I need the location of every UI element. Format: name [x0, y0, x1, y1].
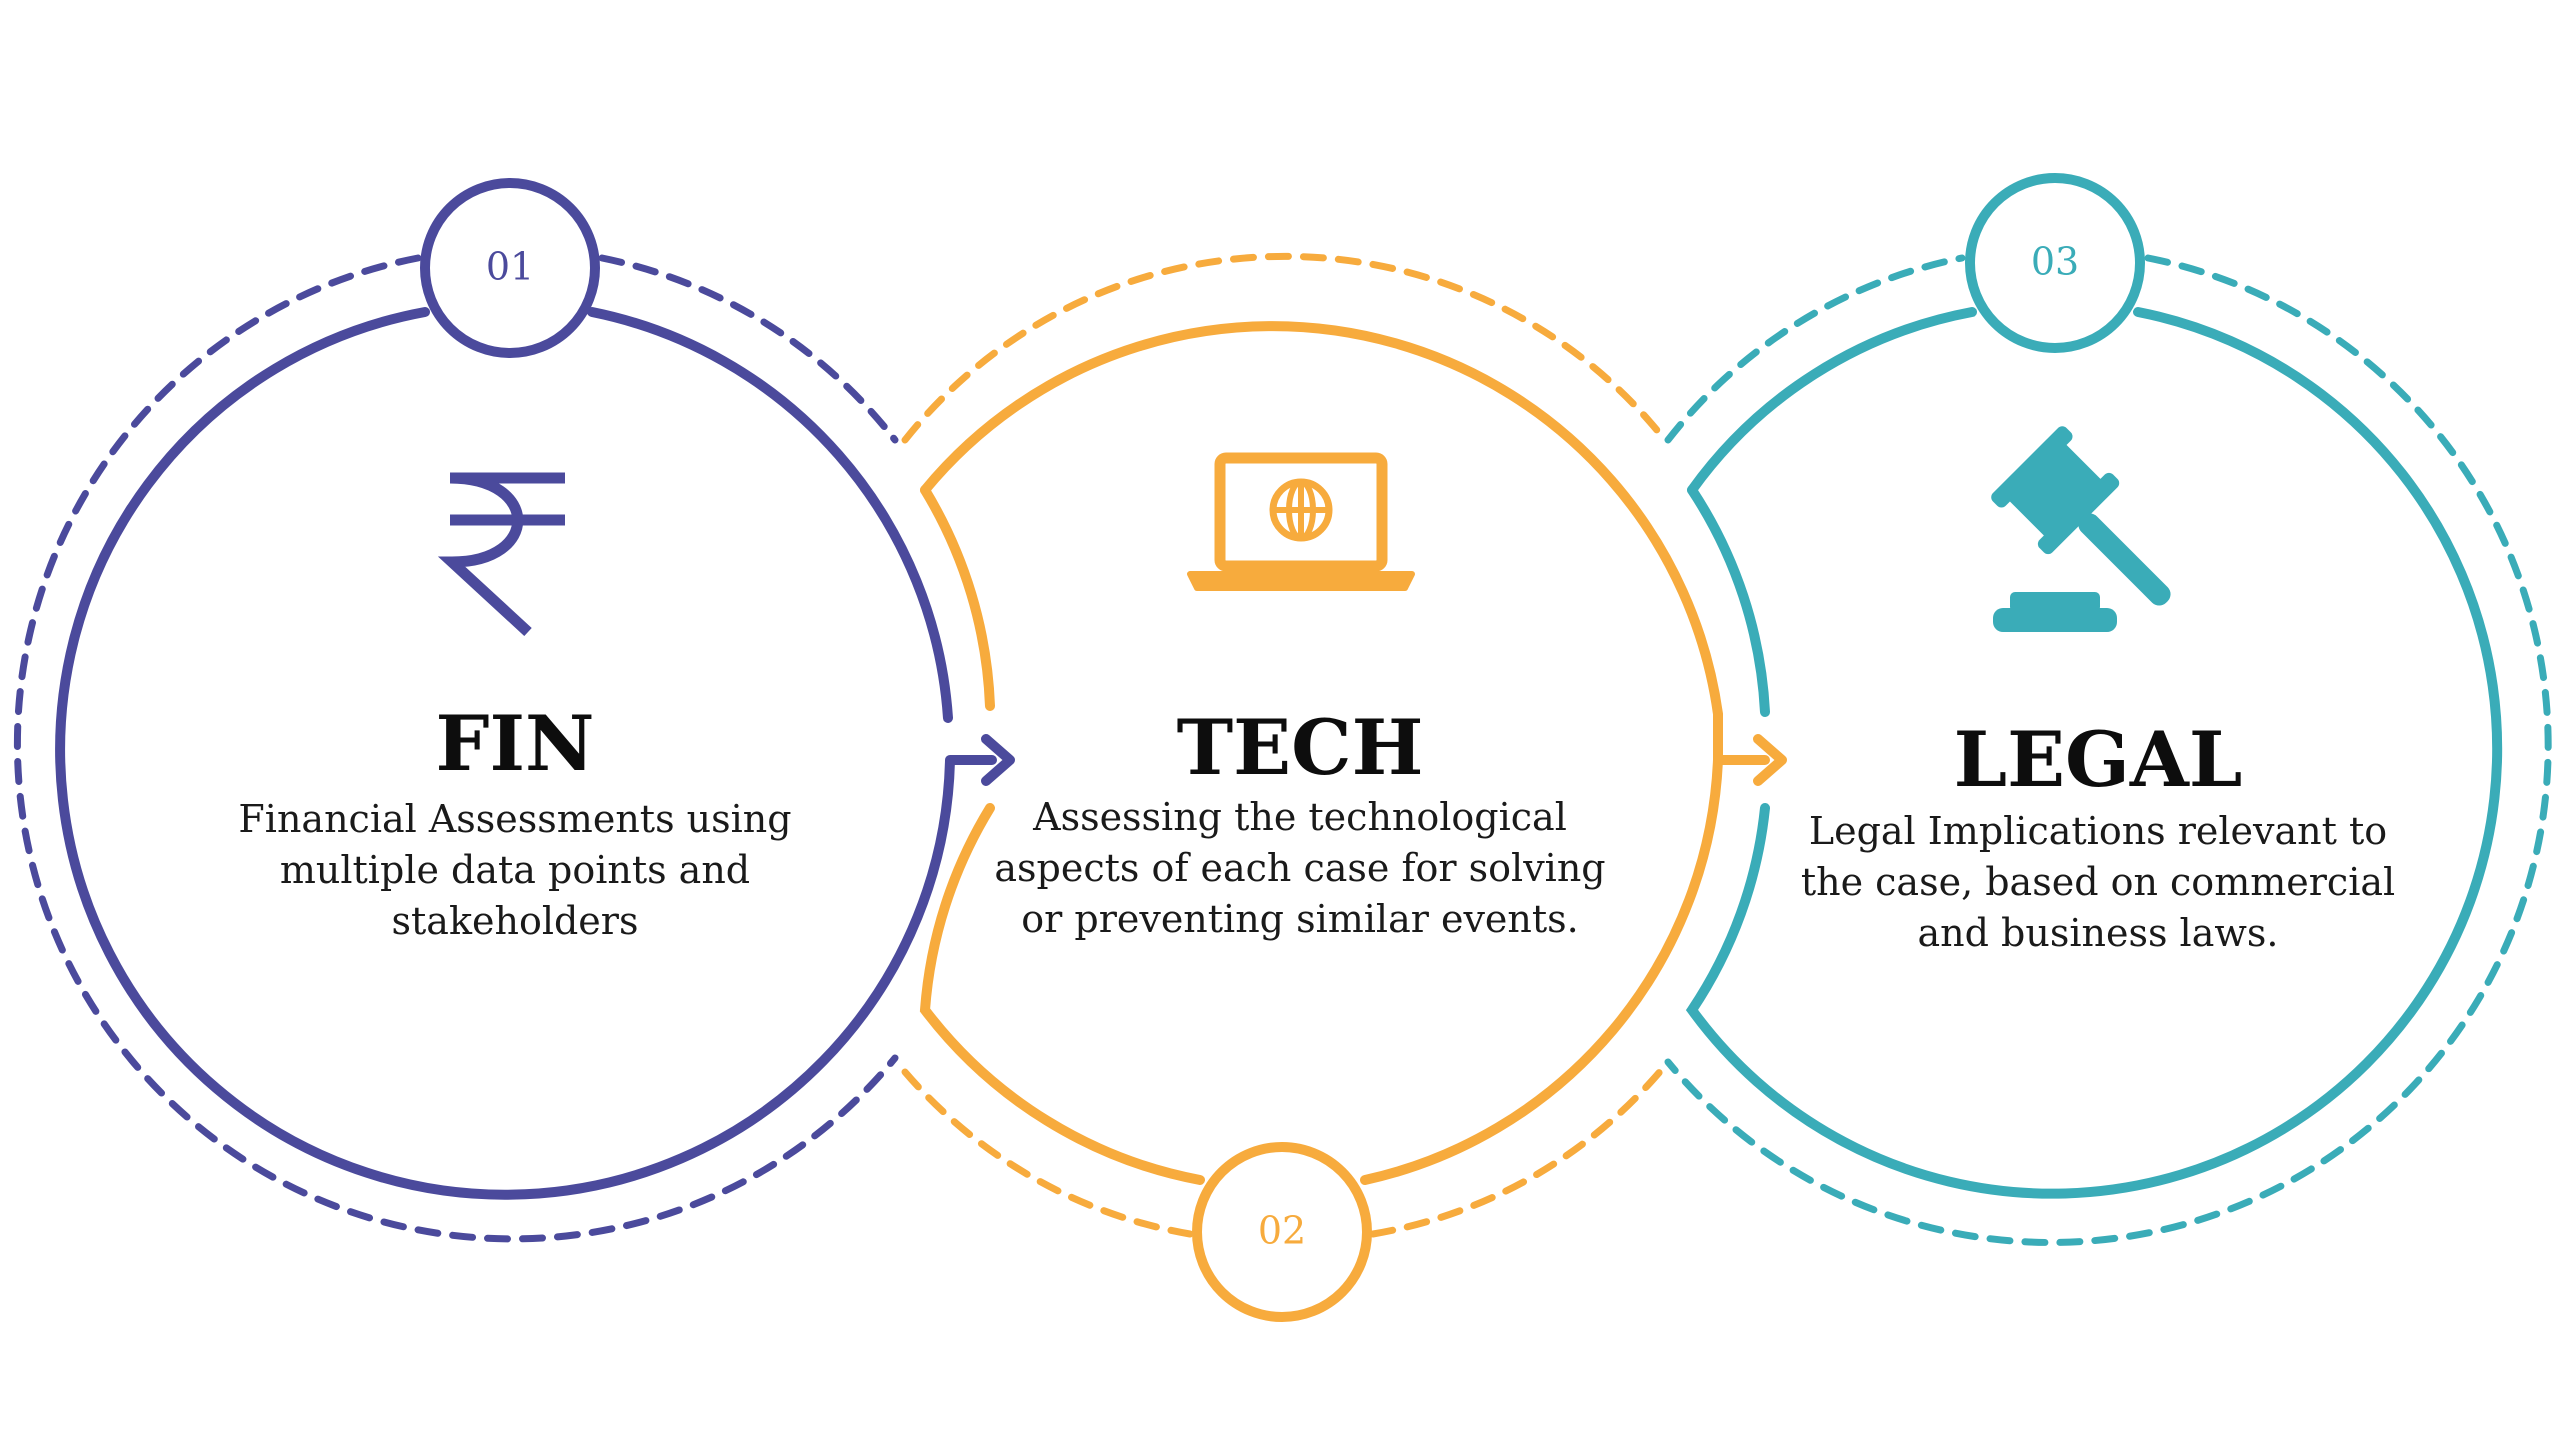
tech-main-ring [920, 321, 1770, 765]
tech-dashed-ring-bottom-left [901, 1068, 1194, 1238]
fin-dashed-ring-top [598, 254, 899, 444]
legal-step: 03 LEGAL Legal Implications relevant to … [1664, 173, 2552, 1246]
legal-number-badge [1965, 173, 2145, 353]
rupee-icon [437, 472, 565, 637]
fin-number: 01 [486, 245, 534, 289]
fin-number-badge [420, 178, 600, 358]
tech-description-line-2: aspects of each case for solving [994, 846, 1605, 890]
legal-main-ring-top [1687, 307, 1977, 495]
legal-description-line-2: the case, based on commercial [1801, 860, 2395, 904]
laptop-globe-icon [1187, 452, 1415, 591]
fin-title: FIN [436, 699, 595, 788]
tech-main-ring-right-lower [1360, 755, 1723, 1185]
fin-dashed-ring [13, 254, 899, 1243]
tech-number-badge [1192, 1142, 1372, 1322]
legal-main-ring [1685, 307, 2503, 1199]
fin-arrow-head [981, 734, 1015, 786]
fin-main-ring [55, 307, 997, 1200]
tech-title: TECH [1177, 703, 1424, 792]
tech-description-line-1: Assessing the technological [1032, 795, 1567, 839]
legal-description-line-3: and business laws. [1918, 911, 2279, 955]
tech-dashed-ring [901, 252, 1669, 444]
fin-main-ring-top [587, 307, 953, 723]
tech-dashed-ring-bottom-right [1369, 1058, 1672, 1238]
fin-description-line-3: stakeholders [392, 899, 639, 943]
tech-main-ring-left-lower [919, 803, 1205, 1185]
tech-number: 02 [1258, 1209, 1306, 1253]
fin-description-line-2: multiple data points and [280, 848, 750, 892]
legal-description-line-1: Legal Implications relevant to [1809, 809, 2387, 853]
legal-number: 03 [2031, 240, 2079, 284]
tech-step: 02 TECH Assessing the technological aspe… [901, 252, 1787, 1322]
legal-dashed-ring [1664, 254, 2552, 1246]
fin-step: 01 FIN Financial Assessments using multi… [13, 178, 1015, 1243]
legal-main-ring-upper-left [1687, 485, 1770, 717]
tech-description-line-3: or preventing similar events. [1021, 897, 1579, 941]
legal-dashed-ring-top [1664, 254, 1966, 444]
tech-main-ring-left [920, 485, 995, 711]
tech-arrow-head [1753, 734, 1787, 786]
fin-description-line-1: Financial Assessments using [238, 797, 791, 841]
legal-title: LEGAL [1954, 715, 2243, 804]
gavel-icon [1991, 426, 2171, 632]
